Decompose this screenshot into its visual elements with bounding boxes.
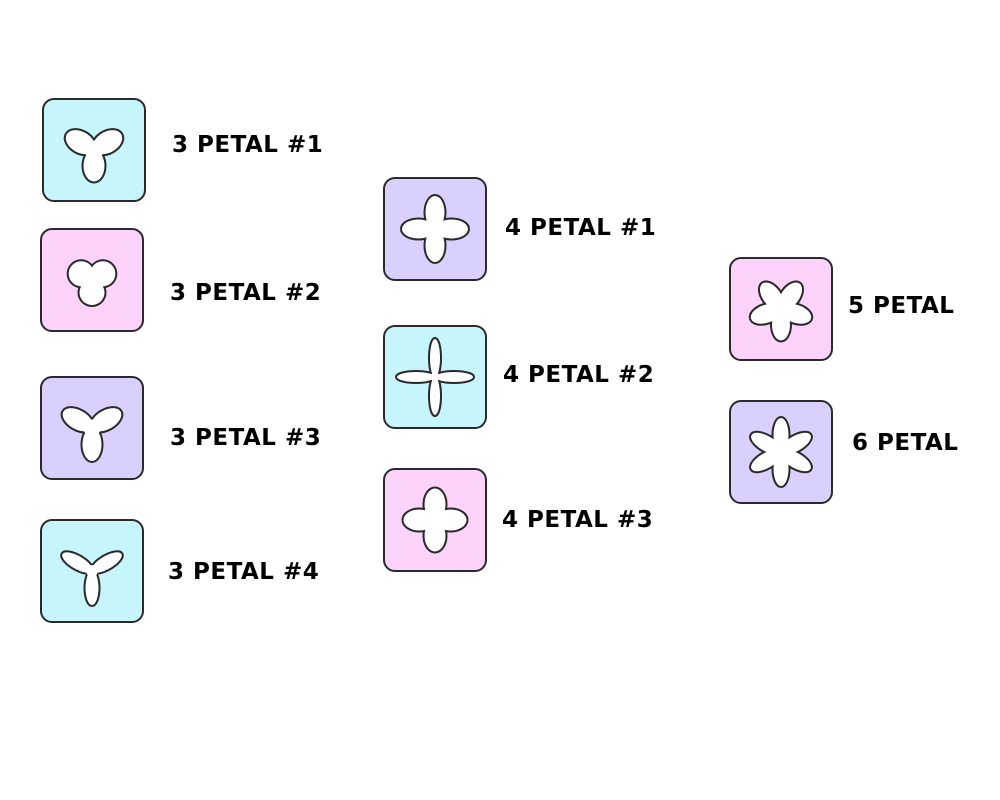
flower-icon — [400, 194, 470, 264]
flower-tile-2 — [40, 228, 144, 332]
flower-tile-9 — [729, 400, 833, 504]
flower-icon — [395, 337, 475, 417]
flower-tile-5 — [383, 177, 487, 281]
flower-center — [83, 419, 101, 437]
petal — [85, 571, 99, 605]
flower-center — [430, 372, 440, 382]
flower-tile-7 — [383, 468, 487, 572]
petal — [402, 219, 435, 239]
petal — [435, 219, 468, 239]
petal — [425, 229, 445, 262]
petal — [83, 150, 105, 182]
flower-center — [774, 445, 788, 459]
petal — [82, 428, 102, 461]
flower-label: 6 PETAL — [852, 430, 959, 456]
flower-label: 3 PETAL #3 — [170, 425, 322, 451]
petal — [751, 432, 782, 455]
flower-icon — [401, 486, 469, 554]
flower-icon — [748, 280, 814, 343]
petal — [430, 339, 440, 377]
flower-tile-6 — [383, 325, 487, 429]
flower-center — [426, 220, 444, 238]
petal — [397, 372, 435, 382]
flower-center — [86, 565, 98, 577]
flower-label: 3 PETAL #2 — [170, 280, 322, 306]
petal — [780, 432, 811, 455]
petal — [403, 509, 435, 531]
flower-icon — [63, 128, 125, 184]
petal — [430, 377, 440, 415]
flower-label: 4 PETAL #3 — [502, 507, 654, 533]
flower-tile-4 — [40, 519, 144, 623]
flower-center — [425, 510, 445, 530]
flower-icon — [66, 259, 118, 307]
flower-label: 4 PETAL #2 — [503, 362, 655, 388]
petal — [435, 509, 467, 531]
petal — [435, 372, 473, 382]
flower-center — [772, 300, 790, 318]
flower-label: 5 PETAL — [848, 293, 955, 319]
petal — [425, 196, 445, 229]
petal — [424, 488, 446, 520]
petal — [780, 449, 811, 472]
flower-icon — [749, 416, 813, 488]
flower-label: 3 PETAL #1 — [172, 132, 324, 158]
flower-label: 3 PETAL #4 — [168, 559, 320, 585]
petal — [62, 552, 93, 573]
petal — [424, 520, 446, 552]
petal — [751, 449, 782, 472]
flower-tile-8 — [729, 257, 833, 361]
flower-center — [82, 270, 102, 290]
flower-label: 4 PETAL #1 — [505, 215, 657, 241]
petal — [91, 552, 122, 573]
flower-tile-3 — [40, 376, 144, 480]
flower-center — [84, 140, 104, 160]
flower-icon — [60, 550, 124, 607]
flower-tile-1 — [42, 98, 146, 202]
flower-icon — [60, 406, 124, 463]
